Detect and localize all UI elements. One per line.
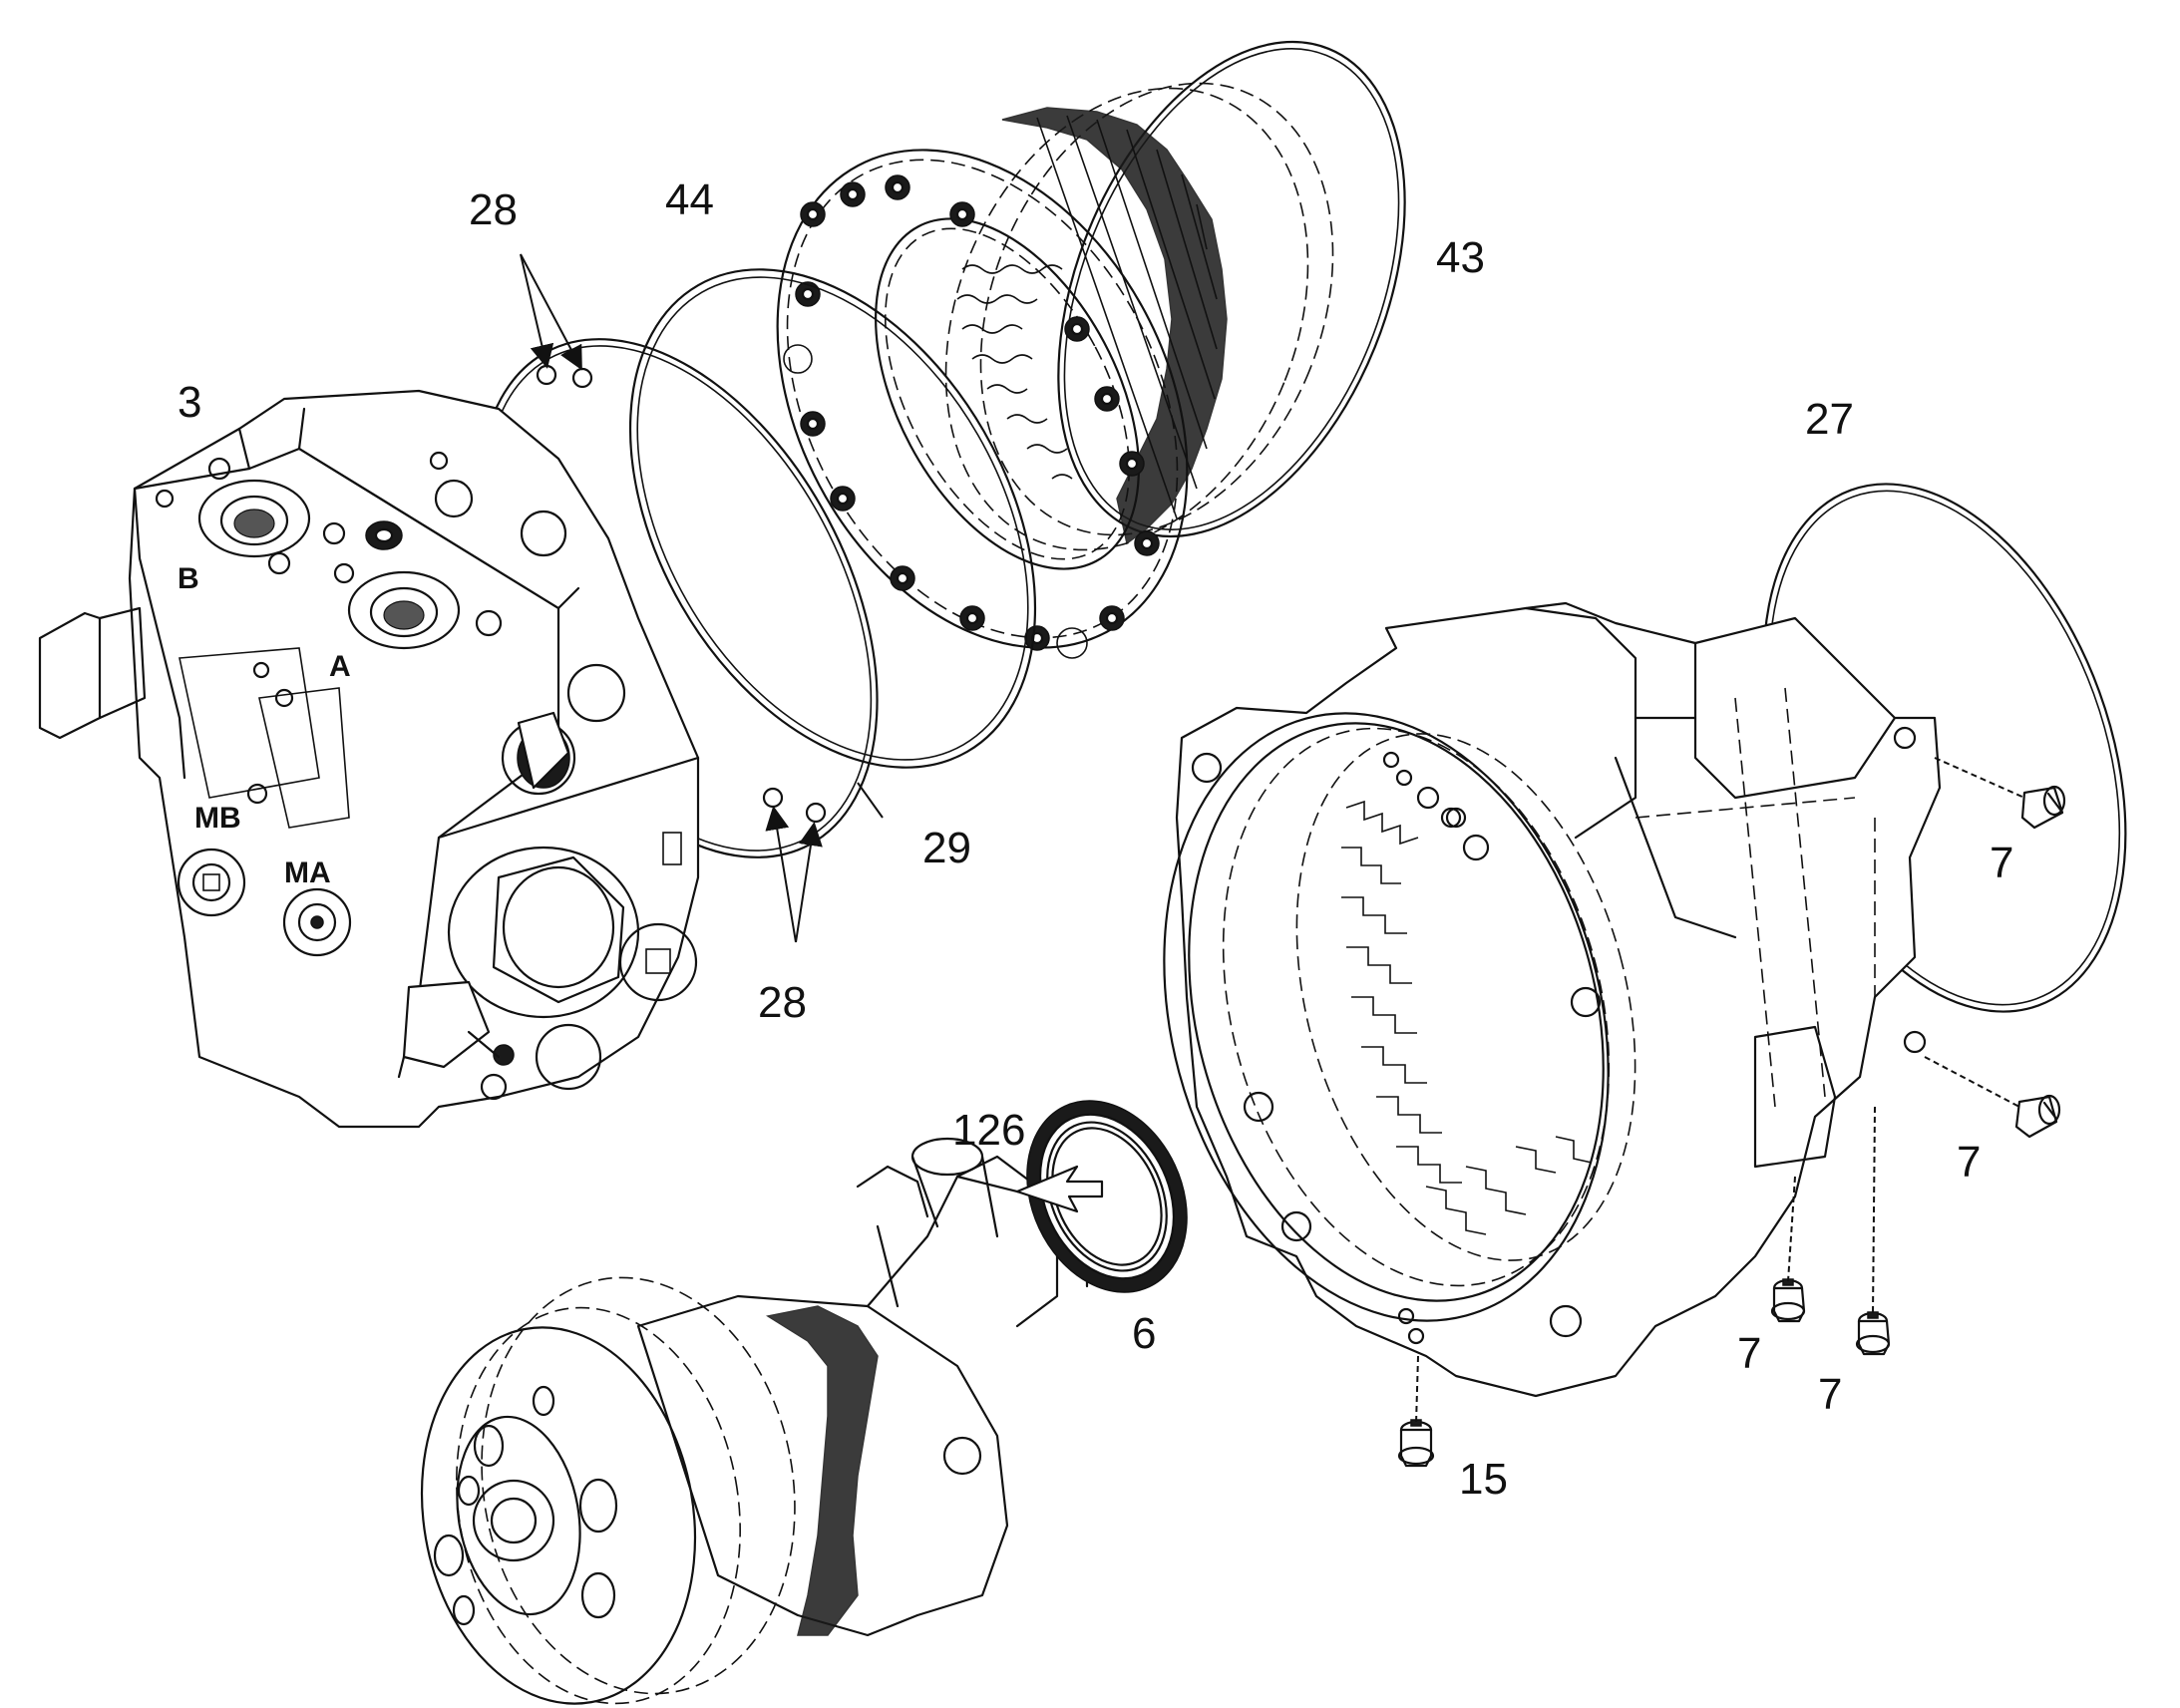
screw-7-middle <box>2014 1094 2061 1139</box>
port-ma-mark: MA <box>284 856 331 889</box>
callout-29: 29 <box>922 824 971 872</box>
friction-disc-teeth <box>1001 107 1228 545</box>
port-ma <box>282 887 352 957</box>
port-a-mark: A <box>329 650 351 683</box>
callout-7-lower-right: 7 <box>1818 1370 1842 1419</box>
port-mb <box>177 848 246 917</box>
hydraulic-motor-block-3: B A MB MA <box>38 389 700 1129</box>
ring-gear-teeth <box>1341 800 1593 1235</box>
callout-7-upper: 7 <box>1990 839 2013 887</box>
bleeder-fitting <box>402 980 515 1101</box>
screw-7-upper <box>2020 785 2066 830</box>
hex-plug <box>447 846 640 1019</box>
callout-28-bottom: 28 <box>758 978 807 1027</box>
callout-7-lower-left: 7 <box>1737 1329 1761 1378</box>
carrier-gear-teeth <box>766 1305 879 1636</box>
port-mb-mark: MB <box>194 802 241 835</box>
plug-7-lower-left <box>1770 1278 1806 1323</box>
ring-gear-housing <box>1163 601 1942 1398</box>
flange-ring <box>776 149 1189 659</box>
callout-6: 6 <box>1132 1309 1156 1358</box>
callouts: 3 28 44 43 27 29 28 7 7 7 7 126 6 15 <box>178 175 2013 1504</box>
planetary-carrier <box>420 1137 1089 1705</box>
port-b-mark: B <box>178 562 199 595</box>
callout-3: 3 <box>178 378 201 427</box>
callout-27: 27 <box>1805 395 1854 444</box>
callout-126: 126 <box>952 1106 1025 1155</box>
small-o-rings-28-bottom <box>762 787 827 824</box>
small-o-rings-28-top <box>536 364 593 389</box>
plug-15 <box>1397 1419 1435 1468</box>
port-a <box>347 570 461 650</box>
shaft-seal-6 <box>1026 1100 1188 1293</box>
callout-43: 43 <box>1436 233 1485 282</box>
callout-15: 15 <box>1459 1455 1508 1504</box>
callout-7-middle: 7 <box>1957 1138 1981 1187</box>
flange-bolt-holes <box>783 174 1160 659</box>
port-b <box>197 479 311 558</box>
plug-7-lower-right <box>1855 1311 1891 1356</box>
inner-spline-teeth <box>956 264 1073 480</box>
leader-lines <box>520 253 2025 1425</box>
o-ring-44 <box>628 268 1037 769</box>
callout-28-top: 28 <box>469 185 518 234</box>
friction-disc-pack <box>944 82 1334 551</box>
callout-44: 44 <box>665 175 714 224</box>
